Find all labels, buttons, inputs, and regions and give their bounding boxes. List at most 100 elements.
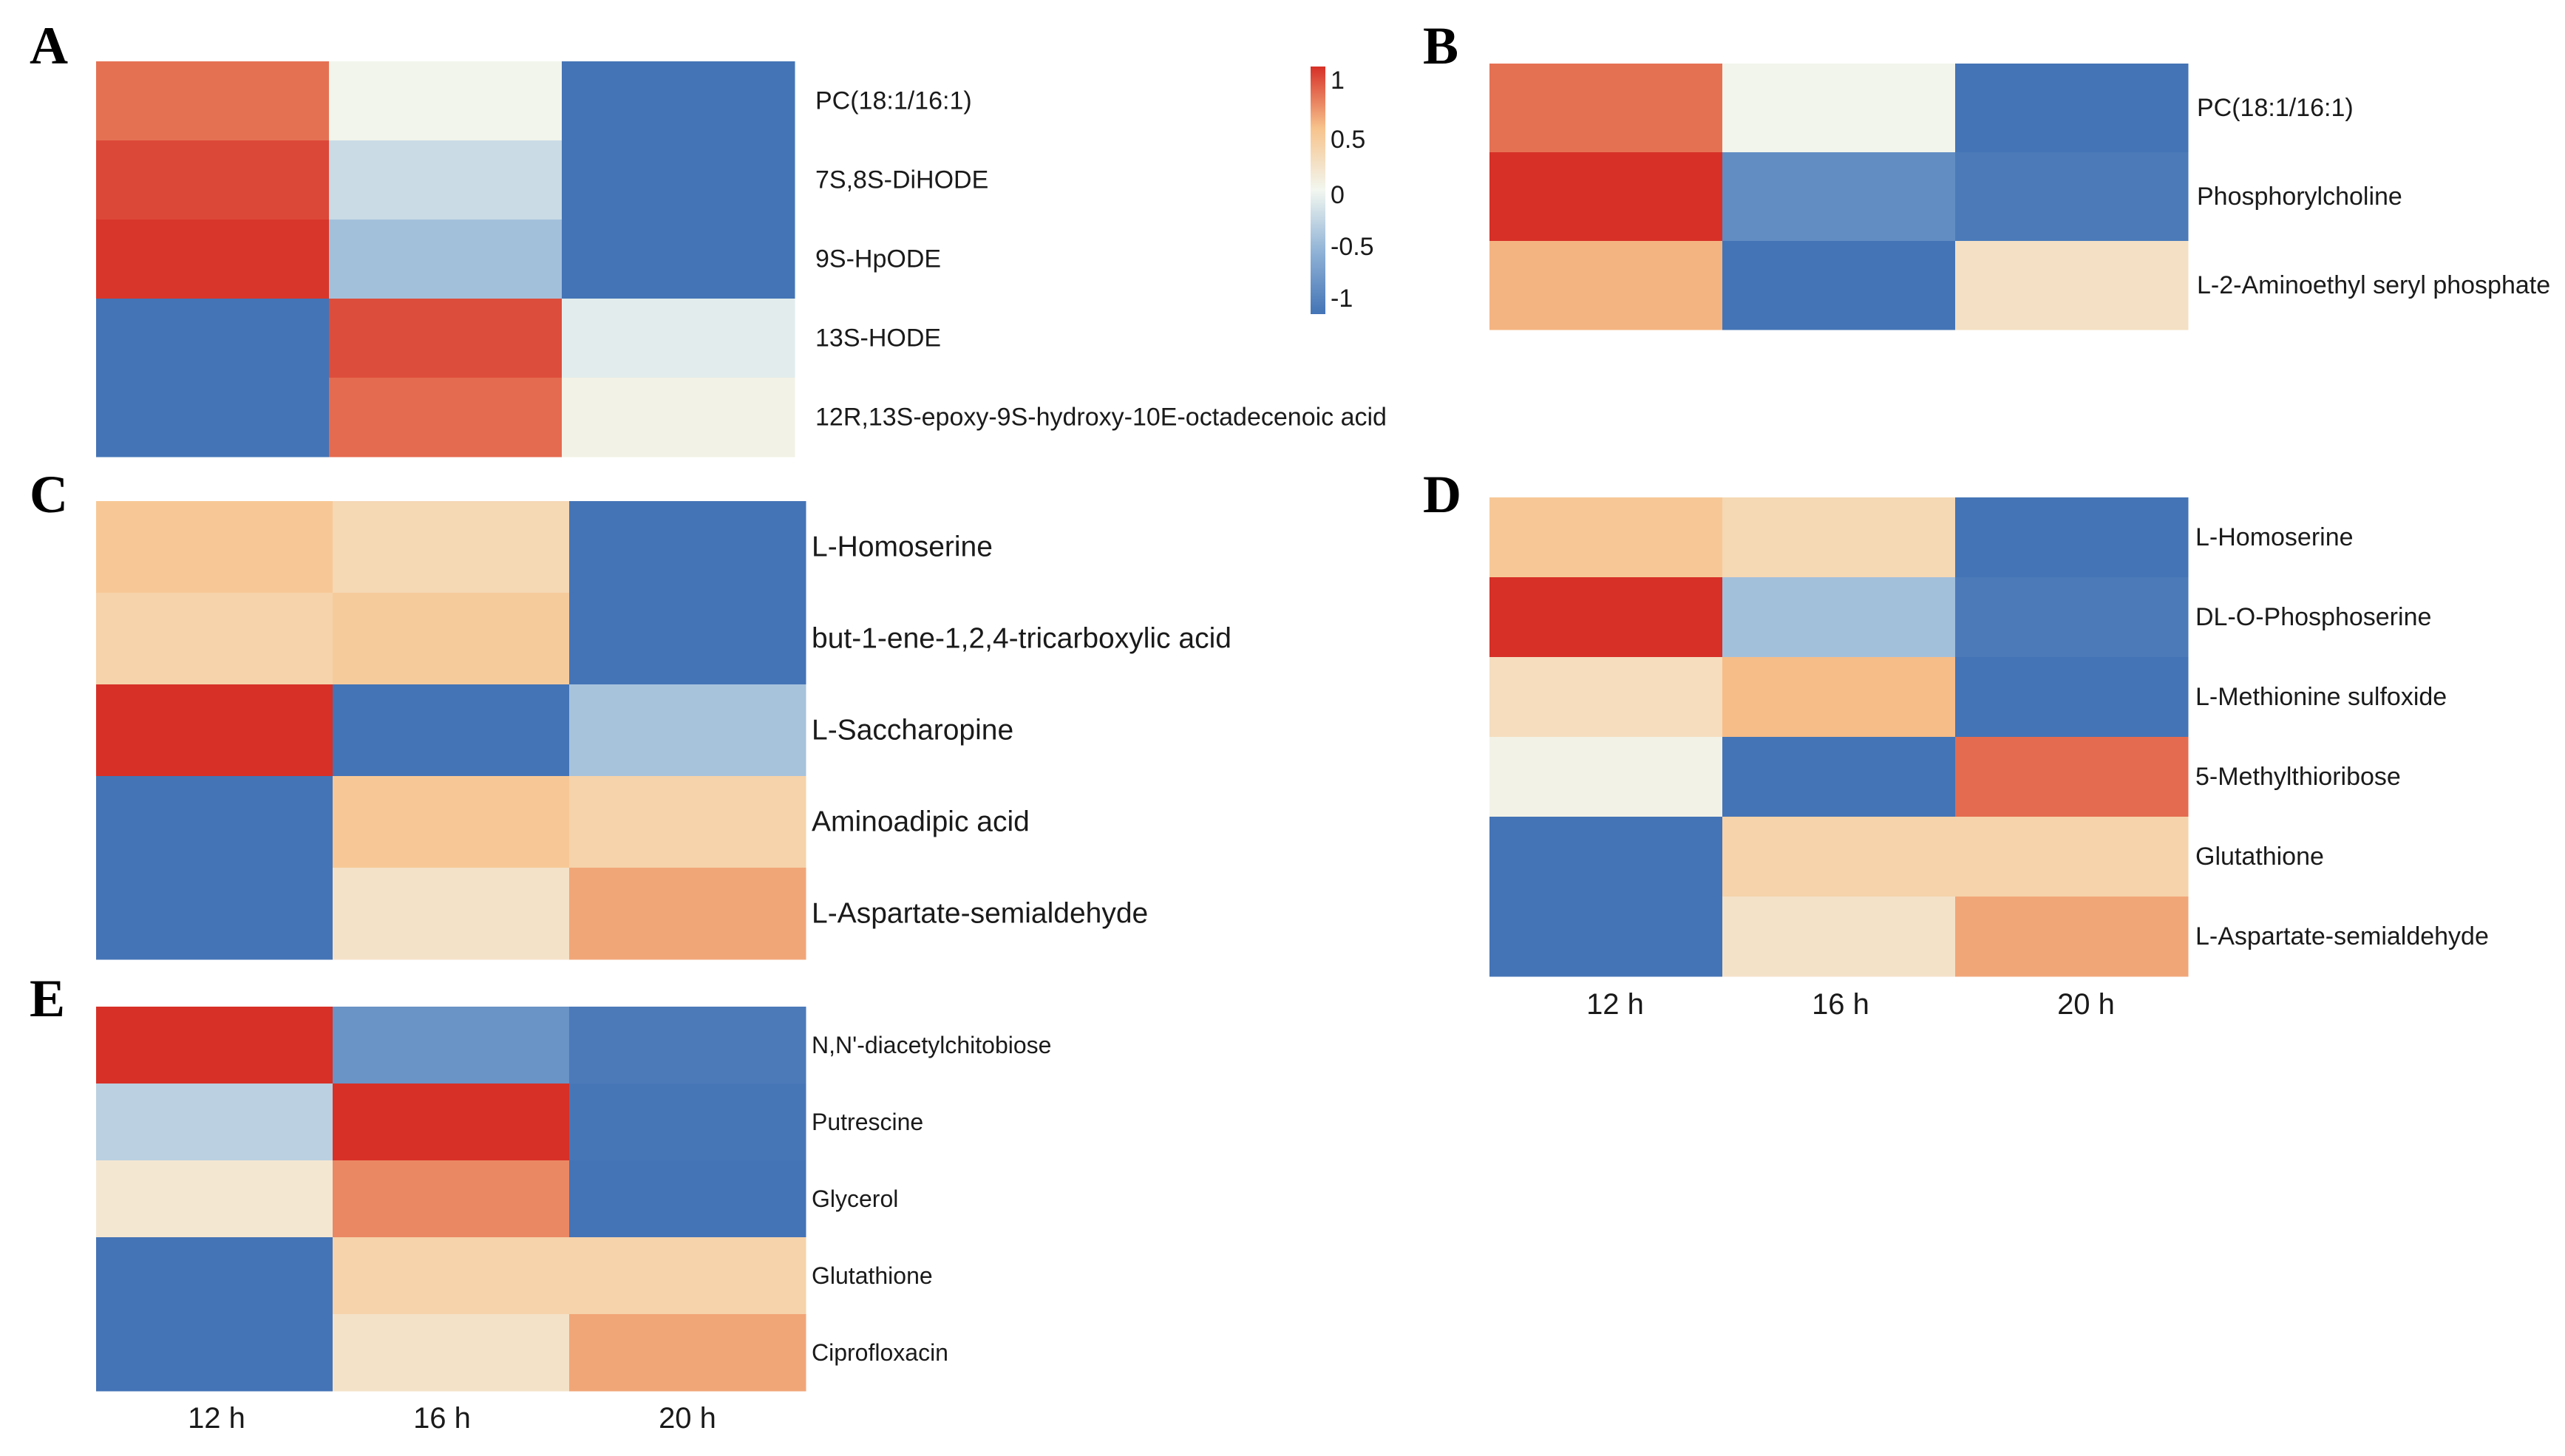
heatmap-cell [1489,64,1723,153]
row-label: L-Homoserine [812,531,993,563]
heatmap-cell [1955,657,2189,738]
heatmap-cell [333,1237,570,1315]
heatmap-cell [329,220,563,299]
color-scale-tick: 0.5 [1331,126,1365,154]
color-scale-tick: 1 [1331,67,1345,95]
row-label: L-2-Aminoethyl seryl phosphate [2197,271,2550,299]
row-label: Phosphorylcholine [2197,183,2402,211]
heatmap-cell [96,501,333,593]
heatmap-panel-a: PC(18:1/16:1) 7S,8S-DiHODE 9S-HpODE 13S-HOD… [96,61,1387,457]
heatmap-cell [329,299,563,378]
heatmap-cell [569,684,806,777]
heatmap-cell [569,1007,806,1084]
heatmap-cell [569,868,806,960]
row-label: 7S,8S-DiHODE [815,166,988,194]
heatmap-cell [1722,737,1956,817]
column-label: 12 h [188,1402,245,1435]
column-label: 16 h [1812,988,1869,1021]
heatmap-cell [1955,152,2189,242]
heatmap-cell [333,684,570,777]
heatmap-cell [96,1160,333,1238]
heatmap-cell [1722,817,1956,897]
heatmap-cell [562,220,795,299]
row-label: 12R,13S-epoxy-9S-hydroxy-10E-octadecenoi… [815,404,1387,432]
heatmap-cell [1955,817,2189,897]
heatmap-cell [1489,737,1723,817]
heatmap-panels: PC(18:1/16:1) 7S,8S-DiHODE 9S-HpODE 13S-HOD… [96,61,2550,1435]
heatmap-cell [333,868,570,960]
row-label: Aminoadipic acid [812,806,1030,838]
heatmap-cell [333,1160,570,1238]
heatmap-cell [96,1237,333,1315]
heatmap-cell [329,140,563,220]
panel-letter-E: E [30,969,65,1028]
heatmap-cell [96,299,330,378]
heatmap-cell [96,61,330,141]
heatmap-cell [562,140,795,220]
heatmap-cell [96,1007,333,1084]
heatmap-panel-d: L-HomoserineDL-O-PhosphoserineL-Methioni… [1489,497,2489,1021]
heatmap-cell [96,1314,333,1392]
heatmap-cell [1489,152,1723,242]
panel-letter-A: A [30,16,68,75]
column-label: 20 h [659,1402,716,1435]
heatmap-cell [569,776,806,868]
color-scale-tick: -0.5 [1331,233,1374,261]
heatmap-cell [333,776,570,868]
heatmap-cell [1722,64,1956,153]
heatmap-cell [96,140,330,220]
heatmap-cell [1955,577,2189,658]
row-label: Glutathione [812,1262,933,1289]
heatmap-cell [1955,64,2189,153]
heatmap-cell [1489,577,1723,658]
row-label: Glycerol [812,1185,898,1212]
heatmap-cell [1722,497,1956,578]
heatmap-cell [569,501,806,593]
heatmap-cell [1955,897,2189,977]
row-label: L-Methionine sulfoxide [2195,683,2447,711]
heatmap-cell [96,684,333,777]
heatmap-cell [333,501,570,593]
row-label: L-Aspartate-semialdehyde [2195,922,2489,950]
heatmap-cell [96,220,330,299]
color-scale-legend: 1 0.5 0 -0.5 -1 [1311,67,1374,314]
heatmap-cell [1955,497,2189,578]
row-label: PC(18:1/16:1) [2197,94,2354,122]
column-label: 12 h [1586,988,1644,1021]
heatmap-cell [333,1007,570,1084]
heatmap-cell [569,1314,806,1392]
panel-letter-C: C [30,465,68,524]
heatmap-cell [1722,152,1956,242]
heatmap-cell [329,61,563,141]
heatmap-panel-b: PC(18:1/16:1) PhosphorylcholineL-2-Aminoe… [1489,64,2550,330]
heatmap-cell [1955,241,2189,330]
heatmap-cell [1489,497,1723,578]
heatmap-cell [1955,737,2189,817]
heatmap-cell [1489,241,1723,330]
heatmap-panel-e: N,N'-diacetylchitobiosePutrescineGlycero… [96,1007,1051,1435]
heatmap-cell [96,378,330,457]
row-label: 13S-HODE [815,324,941,353]
heatmap-cell [1489,897,1723,977]
heatmap-cell [569,593,806,685]
heatmap-cell [96,593,333,685]
row-label: 9S-HpODE [815,245,941,273]
heatmap-cell [1722,241,1956,330]
row-label: PC(18:1/16:1) [815,87,972,115]
heatmap-cell [569,1237,806,1315]
row-label: Glutathione [2195,843,2324,871]
heatmap-cell [562,378,795,457]
heatmap-cell [569,1084,806,1161]
row-label: Ciprofloxacin [812,1339,948,1366]
row-label: L-Aspartate-semialdehyde [812,898,1148,930]
row-label: Putrescine [812,1109,923,1135]
row-label: DL-O-Phosphoserine [2195,603,2431,631]
heatmap-cell [1722,577,1956,658]
panel-letter-D: D [1423,465,1461,524]
heatmap-cell [333,1084,570,1161]
heatmap-cell [562,61,795,141]
heatmap-cell [329,378,563,457]
panel-letter-B: B [1423,16,1458,75]
heatmap-cell [569,1160,806,1238]
color-scale-tick: 0 [1331,181,1345,209]
